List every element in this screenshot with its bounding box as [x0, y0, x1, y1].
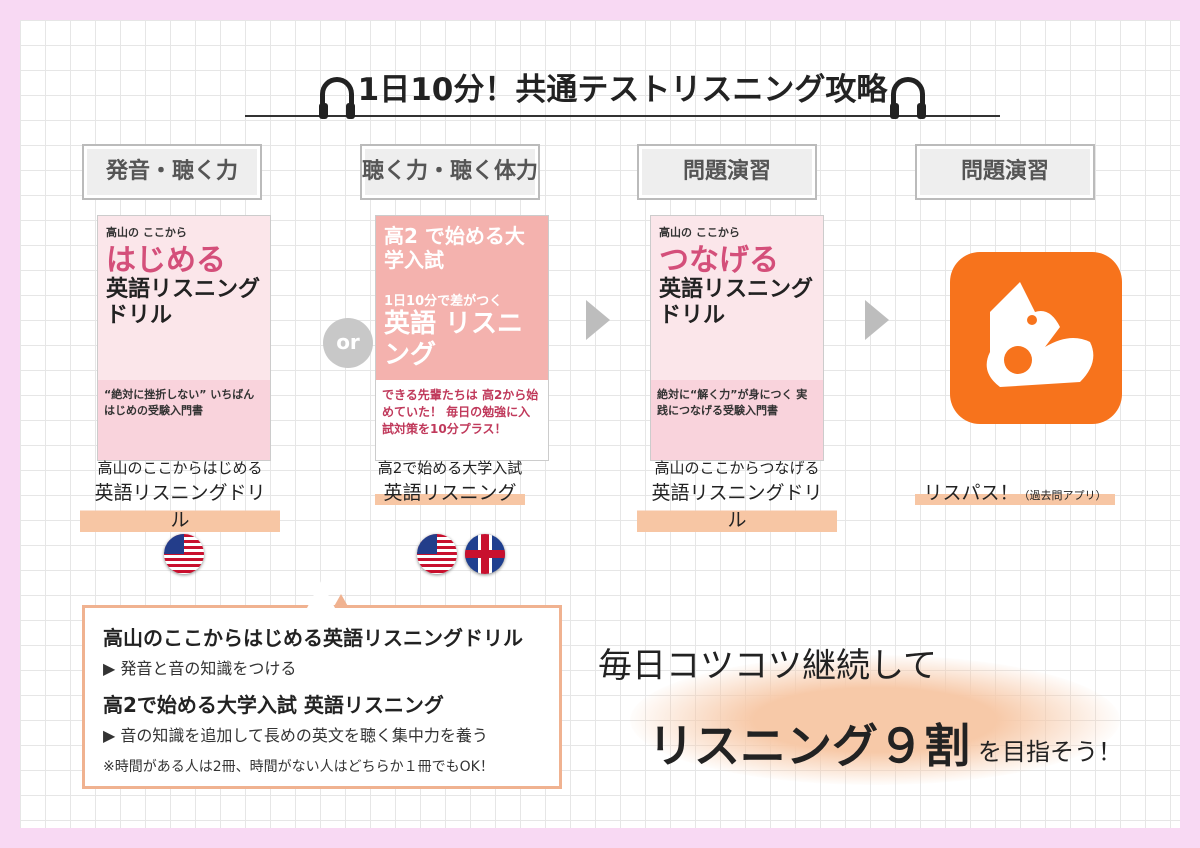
stage-label: 問題演習 — [637, 144, 817, 200]
cover-text: 1日10分で差がつく — [384, 294, 503, 309]
book-comparison-callout: 高山のここからはじめる英語リスニングドリル ▶ 発音と音の知識をつける 高2で始… — [82, 605, 562, 789]
stage-label: 聴く力・聴く体力 — [360, 144, 540, 200]
callout-heading: 高2で始める大学入試 英語リスニング — [103, 693, 444, 717]
book-caption: 高2で始める大学入試英語リスニング — [360, 457, 540, 505]
cover-text: 英語リスニング ドリル — [106, 277, 261, 329]
book-cover-tsunageru: 高山の ここから つなげる 英語リスニング ドリル 絶対に“解く力”が身につく … — [650, 215, 824, 461]
page-title: 1日10分！共通テストリスニング攻略 — [245, 65, 1000, 119]
arrow-right-icon — [865, 300, 889, 340]
headphones-icon — [890, 76, 927, 119]
callout-note: ※時間がある人は2冊、時間がない人はどちらか１冊でもOK！ — [103, 759, 494, 775]
callout-heading: 高山のここからはじめる英語リスニングドリル — [103, 626, 523, 650]
slogan-tail: を目指そう！ — [978, 738, 1122, 766]
book-cover-hajimeru: 高山の ここから はじめる 英語リスニング ドリル “絶対に挫折しない” いちば… — [97, 215, 271, 461]
book-cover-kou2: 高2 で始める大学入試 1日10分で差がつく 英語 リスニング できる先輩たちは… — [375, 215, 549, 461]
uk-flag-icon — [465, 534, 505, 574]
canvas: 1日10分！共通テストリスニング攻略 発音・聴く力 聴く力・聴く体力 問題演習 … — [20, 20, 1180, 828]
cover-text: 高2 で始める大学入試 — [384, 224, 525, 272]
arrow-right-icon — [586, 300, 610, 340]
cover-text: 英語リスニング ドリル — [659, 277, 814, 329]
cover-text: 絶対に“解く力”が身につく 実践につなげる受験入門書 — [651, 380, 823, 460]
cover-text: 高山の ここから — [659, 226, 740, 239]
slogan-big: リスニング９割 — [648, 719, 970, 773]
caption-line: リスパス！ — [923, 482, 1019, 504]
cover-text: できる先輩たちは 高2から始めていた！ 毎日の勉強に入試対策を10分プラス！ — [376, 380, 548, 460]
stage-label: 発音・聴く力 — [82, 144, 262, 200]
stage-label: 問題演習 — [915, 144, 1095, 200]
callout-desc: ▶ 音の知識を追加して長めの英文を聴く集中力を養う — [103, 726, 488, 745]
caption-line: 高山のここからつなげる — [654, 459, 820, 477]
slogan-line1: 毎日コツコツ継続して — [598, 646, 937, 686]
rispass-app-icon — [950, 252, 1122, 424]
cover-text: つなげる — [659, 243, 779, 278]
caption-line: 高2で始める大学入試 — [377, 459, 523, 477]
app-caption: リスパス！（過去問アプリ） — [915, 478, 1115, 505]
us-flag-icon — [417, 534, 457, 574]
headphones-icon — [318, 76, 355, 119]
highlight-glow — [630, 655, 1120, 785]
us-flag-icon — [164, 534, 204, 574]
caption-line: 英語リスニングドリル — [80, 478, 280, 532]
caption-note: （過去問アプリ） — [1018, 489, 1107, 502]
caption-line: 高山のここからはじめる — [97, 459, 263, 477]
cover-text: “絶対に挫折しない” いちばんはじめの受験入門書 — [98, 380, 270, 460]
or-badge: or — [323, 318, 373, 368]
cover-text: 高山の ここから — [106, 226, 187, 239]
book-caption: 高山のここからつなげる英語リスニングドリル — [637, 457, 837, 532]
book-caption: 高山のここからはじめる英語リスニングドリル — [80, 457, 280, 532]
caption-line: 英語リスニングドリル — [637, 478, 837, 532]
caption-line: 英語リスニング — [375, 478, 525, 505]
cover-text: はじめる — [106, 243, 226, 278]
callout-desc: ▶ 発音と音の知識をつける — [103, 659, 297, 678]
cover-text: 英語 リスニング — [384, 309, 524, 371]
callout-pointer-fill — [307, 581, 335, 608]
